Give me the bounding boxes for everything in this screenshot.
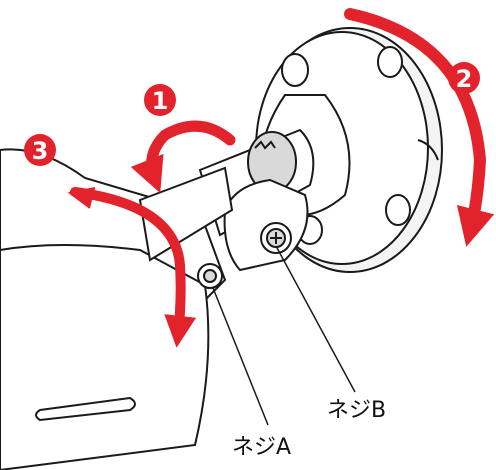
step-badge-2: 2	[448, 62, 480, 94]
step-badge-1: 1	[144, 84, 176, 116]
swivel-joint	[198, 128, 315, 272]
svg-text:2: 2	[456, 65, 473, 93]
label-screw-b: ネジB	[327, 398, 386, 423]
rotation-arrow-2	[344, 8, 495, 247]
leader-line-screw-b	[275, 245, 356, 393]
step-badge-3: 3	[24, 134, 56, 166]
camera-housing	[0, 148, 234, 470]
mount-hole	[385, 194, 411, 226]
svg-text:1: 1	[152, 87, 169, 115]
rotation-arrow-1	[130, 120, 236, 194]
rotation-arrow-3	[70, 187, 197, 348]
leader-line-screw-a	[212, 287, 269, 426]
label-screw-a: ネジA	[232, 435, 291, 460]
svg-text:3: 3	[32, 137, 49, 165]
mount-hole	[281, 53, 309, 87]
mount-hole	[377, 46, 403, 78]
